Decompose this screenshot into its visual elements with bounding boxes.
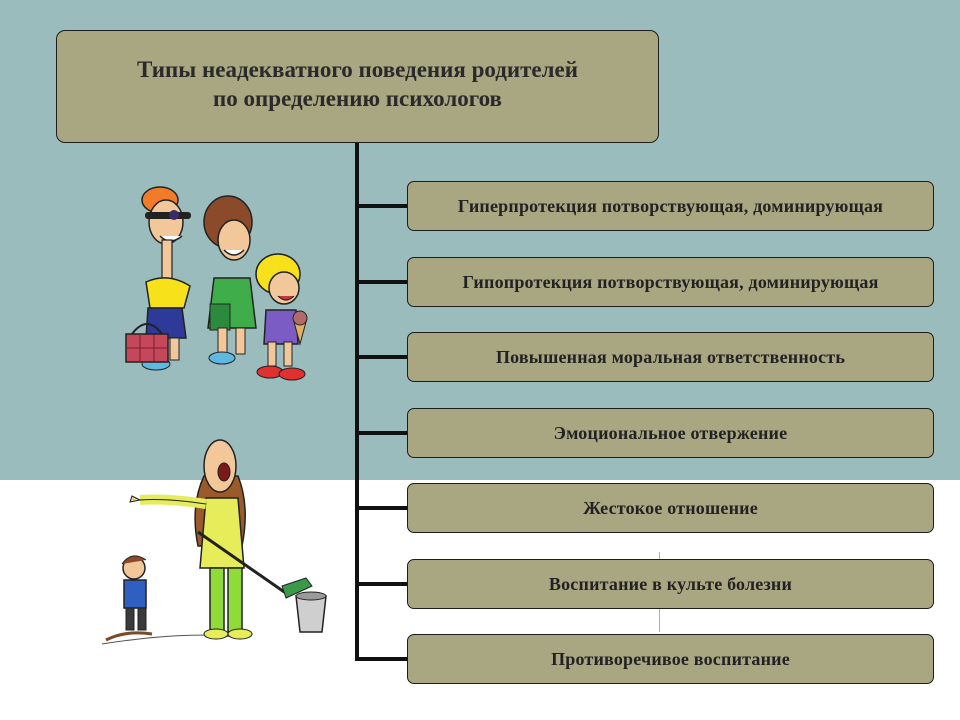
family-walking-illustration <box>125 186 308 381</box>
connector-branch-2 <box>355 280 408 284</box>
scolding-mother-illustration <box>101 439 327 645</box>
connector-branch-4 <box>355 431 408 435</box>
connector-branch-5 <box>355 506 408 510</box>
type-box-cruel-treatment: Жестокое отношение <box>407 483 934 533</box>
connector-branch-3 <box>355 355 408 359</box>
connector-branch-1 <box>355 204 408 208</box>
connector-branch-6 <box>355 582 408 586</box>
connector-trunk <box>355 143 359 661</box>
title-box: Типы неадекватного поведения родителей п… <box>56 30 659 143</box>
diagram-title: Типы неадекватного поведения родителей п… <box>137 56 578 111</box>
type-box-contradictory: Противоречивое воспитание <box>407 634 934 684</box>
type-box-hyperprotection: Гиперпротекция потворствующая, доминирую… <box>407 181 934 231</box>
type-box-emotional-rejection: Эмоциональное отвержение <box>407 408 934 458</box>
type-box-illness-cult: Воспитание в культе болезни <box>407 559 934 609</box>
type-box-moral-responsibility: Повышенная моральная ответственность <box>407 332 934 382</box>
connector-branch-7 <box>355 657 408 661</box>
type-box-hypoprotection: Гипопротекция потворствующая, доминирующ… <box>407 257 934 307</box>
